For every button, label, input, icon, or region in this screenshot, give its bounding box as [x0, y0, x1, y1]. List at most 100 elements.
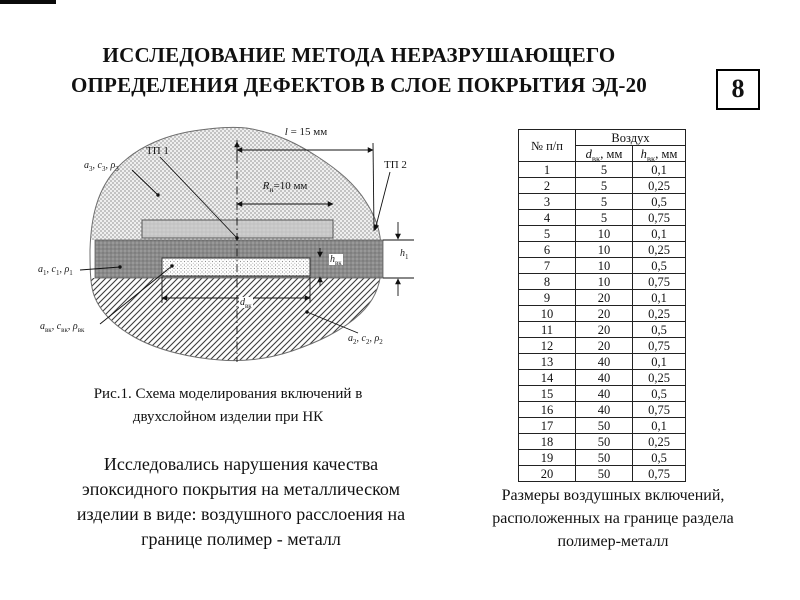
table-cell: 20 — [575, 337, 633, 354]
table-cell: 0,5 — [632, 321, 686, 338]
table-cell: 10 — [518, 305, 576, 322]
table-cell: 10 — [575, 241, 633, 258]
h1-dimension-label: h1 — [400, 248, 409, 261]
figure-caption: Рис.1. Схема моделирования включений в д… — [93, 386, 363, 425]
table-cell: 14 — [518, 369, 576, 386]
col-header-num: № п/п — [518, 129, 576, 162]
leader-dots — [118, 193, 309, 314]
slide-page-number: 8 — [716, 69, 760, 110]
layer1-leader — [79, 266, 121, 271]
hvk-dimension-label: hвк — [329, 254, 343, 267]
table-cell: 0,75 — [632, 401, 686, 418]
table-cell: 3 — [518, 193, 576, 210]
table-cell: 5 — [518, 225, 576, 242]
table-cell: 0,1 — [632, 161, 686, 178]
table-cell: 17 — [518, 417, 576, 434]
table-cell: 40 — [575, 385, 633, 402]
table-cell: 0,5 — [632, 193, 686, 210]
inclusion-properties-label: aвк, cвк, ρвк — [40, 321, 85, 334]
air-inclusion-rect — [161, 257, 311, 277]
table-cell: 11 — [518, 321, 576, 338]
table-cell: 50 — [575, 449, 633, 466]
table-cell: 19 — [518, 449, 576, 466]
table-cell: 0,1 — [632, 353, 686, 370]
table-cell: 8 — [518, 273, 576, 290]
table-cell: 0,5 — [632, 257, 686, 274]
table-cell: 9 — [518, 289, 576, 306]
l-dimension-label: l = 15 мм — [284, 126, 328, 138]
table-cell: 0,5 — [632, 449, 686, 466]
table-cell: 0,75 — [632, 273, 686, 290]
r-dimension-label: Rн=10 мм — [262, 180, 308, 195]
layer3-point — [156, 193, 160, 197]
dimension-lines — [79, 140, 414, 362]
table-cell: 0,5 — [632, 385, 686, 402]
dvk-dimension-label: dвк — [239, 297, 253, 310]
inclusion-diagram — [79, 126, 414, 362]
table-caption: Размеры воздушных включений, расположенн… — [492, 487, 734, 550]
metal-substrate-region — [90, 278, 381, 361]
tp1-leader — [159, 156, 238, 239]
layer3-properties-label: a3, c3, ρ3 — [84, 160, 119, 173]
layer2-point — [305, 310, 309, 314]
col-header-dvk: dвк, мм — [575, 145, 633, 162]
table-cell: 0,25 — [632, 433, 686, 450]
table-cell: 2 — [518, 177, 576, 194]
table-cell: 5 — [575, 209, 633, 226]
table-cell: 50 — [575, 433, 633, 450]
table-cell: 1 — [518, 161, 576, 178]
table-cell: 5 — [575, 193, 633, 210]
table-cell: 0,1 — [632, 417, 686, 434]
table-cell: 0,25 — [632, 369, 686, 386]
layer2-leader — [306, 311, 359, 334]
layer3-leader — [131, 169, 159, 196]
table-cell: 20 — [575, 305, 633, 322]
l-extension-line — [372, 142, 375, 232]
table-cell: 0,1 — [632, 225, 686, 242]
table-cell: 5 — [575, 161, 633, 178]
table-cell: 5 — [575, 177, 633, 194]
table-cell: 15 — [518, 385, 576, 402]
table-cell: 50 — [575, 417, 633, 434]
table-cell: 6 — [518, 241, 576, 258]
table-cell: 0,25 — [632, 241, 686, 258]
tp1-point — [235, 236, 239, 240]
table-cell: 40 — [575, 369, 633, 386]
table-cell: 12 — [518, 337, 576, 354]
thermocouple2-label: ТП 2 — [384, 159, 407, 171]
page-title: ИССЛЕДОВАНИЕ МЕТОДА НЕРАЗРУШАЮЩЕГО ОПРЕД… — [70, 43, 648, 97]
table-cell: 0,75 — [632, 465, 686, 482]
table-cell: 18 — [518, 433, 576, 450]
study-description-text: Исследовались нарушения качества эпоксид… — [76, 454, 406, 549]
table-cell: 16 — [518, 401, 576, 418]
layer1-properties-label: a1, c1, ρ1 — [38, 264, 73, 277]
table-cell: 4 — [518, 209, 576, 226]
table-cell: 40 — [575, 401, 633, 418]
table-cell: 0,75 — [632, 209, 686, 226]
table-cell: 10 — [575, 257, 633, 274]
table-cell: 0,75 — [632, 337, 686, 354]
table-cell: 0,25 — [632, 305, 686, 322]
group-header-air: Воздух — [575, 129, 686, 146]
table-cell: 10 — [575, 225, 633, 242]
heater-rect — [141, 219, 334, 239]
